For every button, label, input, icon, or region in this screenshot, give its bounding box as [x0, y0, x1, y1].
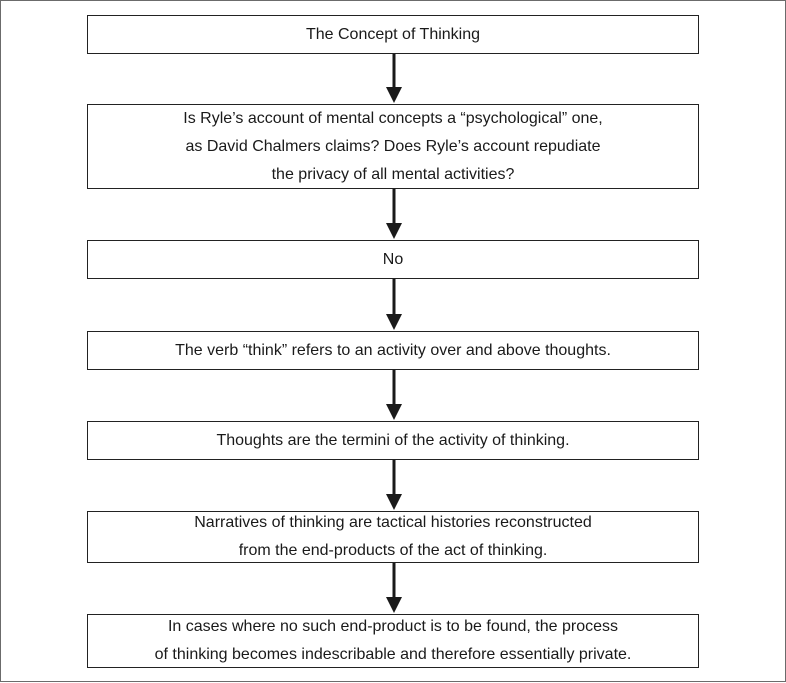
step-text-line: as David Chalmers claims? Does Ryle’s ac…	[185, 137, 601, 155]
step-text-line: The verb “think” refers to an activity o…	[175, 341, 611, 359]
step-box-narratives: Narratives of thinking are tactical hist…	[87, 511, 699, 563]
step-text-line: the privacy of all mental activities?	[271, 165, 515, 183]
step-box-thoughts-termini: Thoughts are the termini of the activity…	[87, 421, 699, 460]
arrow-2	[386, 189, 402, 239]
arrow-6	[386, 563, 402, 613]
step-text-line: Narratives of thinking are tactical hist…	[194, 514, 592, 531]
step-text-line: Is Ryle’s account of mental concepts a “…	[183, 109, 603, 127]
step-text-line: The Concept of Thinking	[305, 25, 481, 43]
step-box-verb-think: The verb “think” refers to an activity o…	[87, 331, 699, 370]
step-text-line: Thoughts are the termini of the activity…	[216, 431, 570, 449]
step-box-concept-of-thinking: The Concept of Thinking	[87, 15, 699, 54]
step-text-line: In cases where no such end-product is to…	[167, 618, 619, 635]
step-text-line: from the end-products of the act of thin…	[238, 542, 548, 559]
step-text-line: No	[382, 250, 404, 268]
arrow-1	[386, 54, 402, 103]
step-box-no: No	[87, 240, 699, 279]
step-box-private-process: In cases where no such end-product is to…	[87, 614, 699, 668]
step-text-line: of thinking becomes indescribable and th…	[154, 646, 632, 663]
arrow-5	[386, 460, 402, 510]
step-box-ryle-question: Is Ryle’s account of mental concepts a “…	[87, 104, 699, 189]
arrow-3	[386, 279, 402, 330]
arrow-4	[386, 370, 402, 420]
